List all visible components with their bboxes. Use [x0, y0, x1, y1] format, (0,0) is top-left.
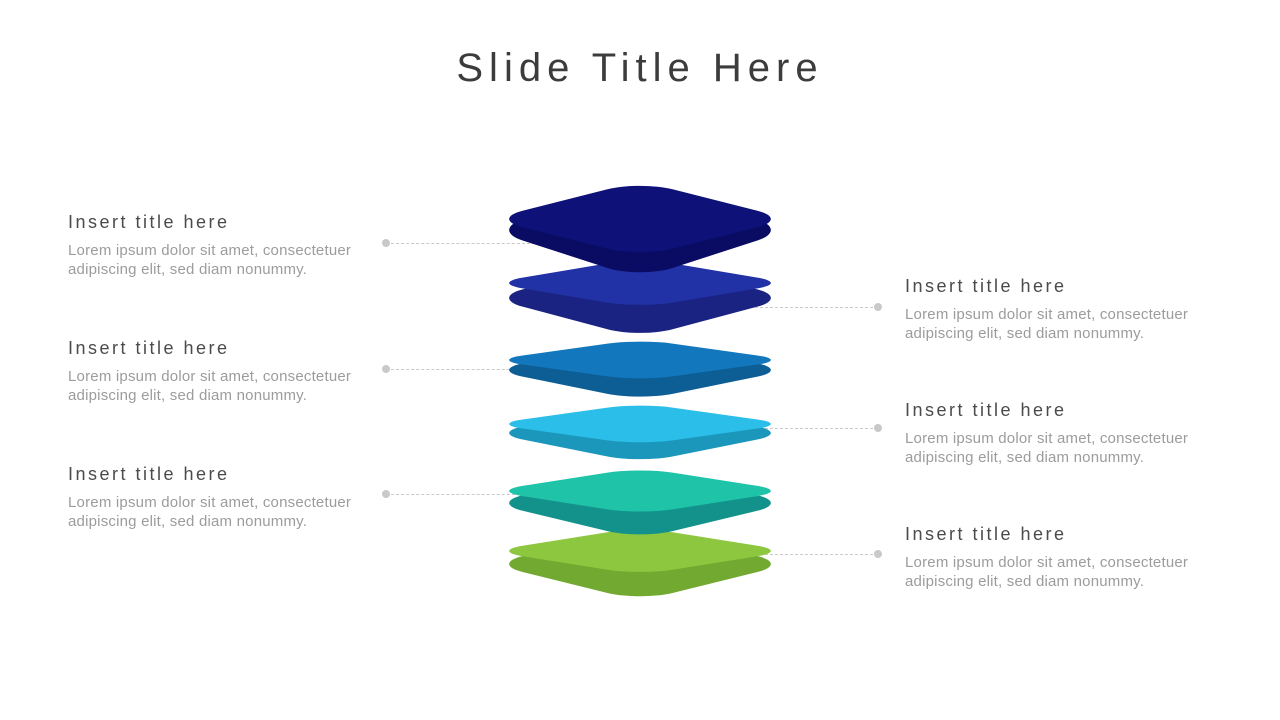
callout-right-1: Insert title here Lorem ipsum dolor sit …: [905, 276, 1225, 344]
callout-title: Insert title here: [68, 212, 230, 232]
callout-title: Insert title here: [68, 464, 230, 484]
callout-title: Insert title here: [905, 400, 1067, 420]
callout-left-1: Insert title here Lorem ipsum dolor sit …: [68, 212, 398, 280]
connector-dot: [874, 424, 882, 432]
callout-title: Insert title here: [905, 276, 1067, 296]
connector-dot: [874, 550, 882, 558]
callout-body: Lorem ipsum dolor sit amet, consectetuer…: [905, 305, 1189, 343]
callout-title: Insert title here: [905, 524, 1067, 544]
callout-body: Lorem ipsum dolor sit amet, consectetuer…: [68, 493, 352, 531]
connector-line: [735, 554, 873, 555]
connector-dot: [382, 365, 390, 373]
connector-line: [391, 369, 545, 370]
slide-title: Slide Title Here: [456, 46, 824, 90]
callout-left-3: Insert title here Lorem ipsum dolor sit …: [68, 464, 398, 532]
connector-line: [391, 494, 545, 495]
callout-title: Insert title here: [68, 338, 230, 358]
connector-dot: [382, 239, 390, 247]
callout-body: Lorem ipsum dolor sit amet, consectetuer…: [905, 553, 1189, 591]
callout-right-3: Insert title here Lorem ipsum dolor sit …: [905, 524, 1225, 592]
callout-body: Lorem ipsum dolor sit amet, consectetuer…: [905, 429, 1189, 467]
connector-line: [391, 243, 545, 244]
callout-body: Lorem ipsum dolor sit amet, consectetuer…: [68, 241, 352, 279]
connector-dot: [874, 303, 882, 311]
callout-right-2: Insert title here Lorem ipsum dolor sit …: [905, 400, 1225, 468]
callout-body: Lorem ipsum dolor sit amet, consectetuer…: [68, 367, 352, 405]
callout-left-2: Insert title here Lorem ipsum dolor sit …: [68, 338, 398, 406]
connector-line: [735, 428, 873, 429]
layer-1-top-face: [490, 181, 790, 257]
connector-line: [735, 307, 873, 308]
connector-dot: [382, 490, 390, 498]
